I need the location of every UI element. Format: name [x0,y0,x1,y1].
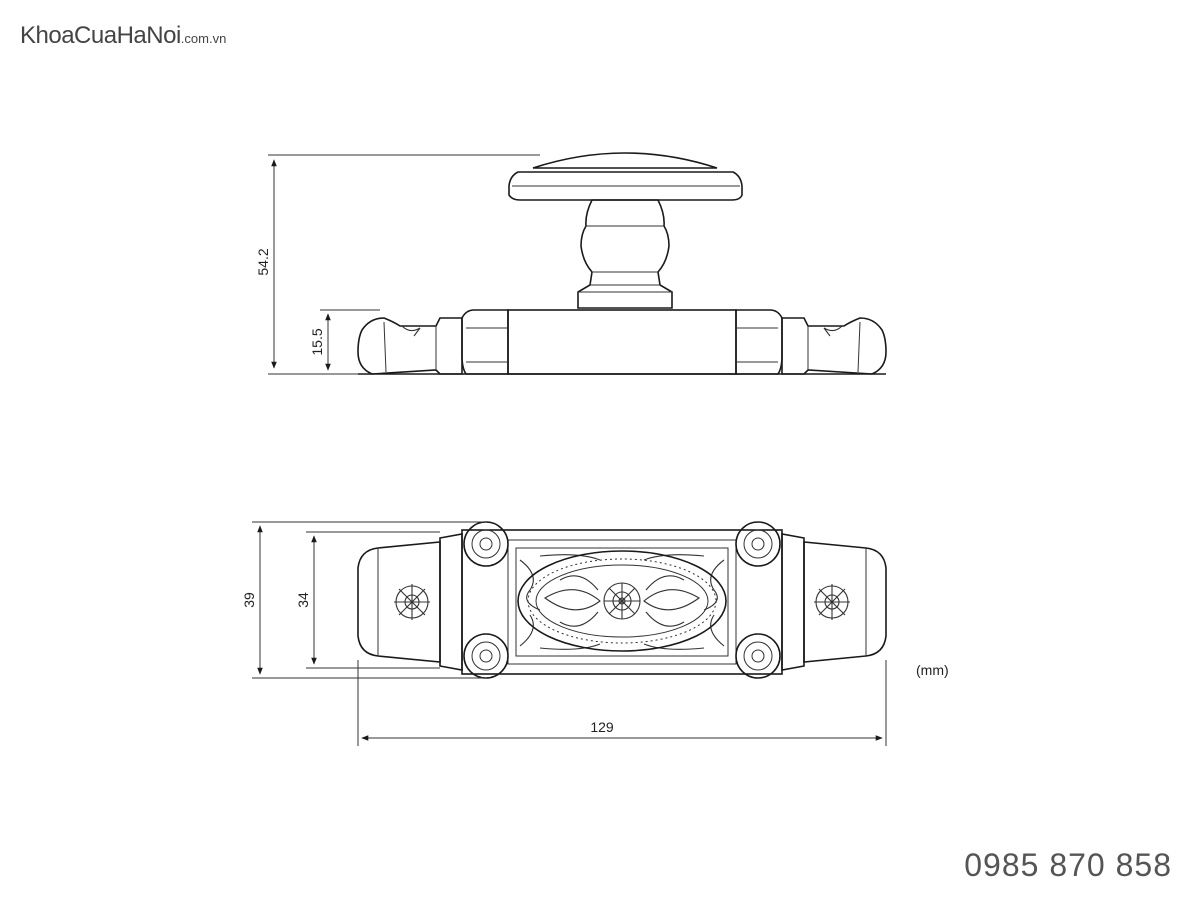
right-collar [735,309,783,375]
side-view: 54.2 15.5 [255,152,887,375]
dim-plate-outer: 39 [241,521,486,679]
phone-number: 0985 870 858 [964,847,1172,883]
dim-total-height: 54.2 [255,154,540,375]
oval-medallion [517,550,727,652]
plate-frame [507,539,737,665]
dim-label-15-5: 15.5 [309,328,325,355]
dim-label-39: 39 [241,592,257,608]
left-end [357,317,463,375]
rosette-left [394,584,430,620]
dim-label-54-2: 54.2 [255,248,271,275]
dim-label-129: 129 [590,719,614,735]
screw-top-left [463,521,509,567]
dim-label-34: 34 [295,592,311,608]
left-collar [461,309,509,375]
brand-name: KhoaCuaHaNoi [20,22,181,49]
screw-bottom-right [735,633,781,679]
collar-left [439,533,463,671]
rosette-right [814,584,850,620]
rosette-center [603,582,641,620]
dim-length: 129 [357,660,887,746]
top-view: 39 34 129 [241,521,887,746]
knob-stem [577,199,673,309]
screw-top-right [735,521,781,567]
brand-domain: .com.vn [180,31,227,46]
dim-plate-inner: 34 [295,531,440,669]
base-center [507,309,737,375]
unit-label: (mm) [916,662,949,678]
collar-right [781,533,805,671]
brand-watermark: KhoaCuaHaNoi.com.vn [20,22,226,50]
knob-cap [508,171,743,201]
dim-base-height: 15.5 [309,309,380,371]
right-end [781,317,887,375]
screw-bottom-left [463,633,509,679]
knob-dome [532,152,718,169]
